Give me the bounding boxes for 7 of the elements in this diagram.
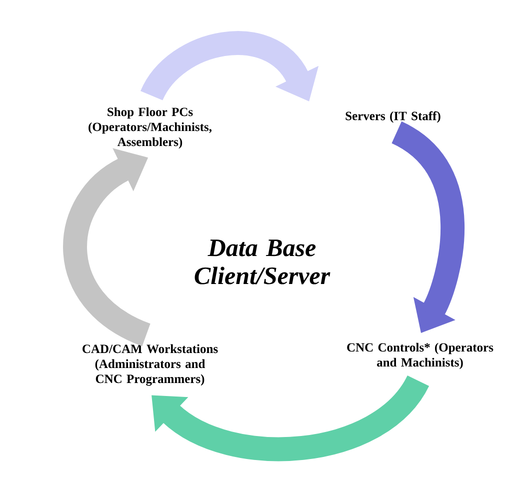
node-label: CNC Controls* (Operators and Machinists) xyxy=(347,342,494,370)
center-title: Data Base Client/Server xyxy=(194,240,330,284)
curved-arrow xyxy=(152,374,428,462)
curved-arrow xyxy=(141,31,319,102)
node-label: CAD/CAM Workstations (Administrators and CNC Programmers) xyxy=(82,344,218,386)
node-label: Servers (IT Staff) xyxy=(346,111,440,123)
node-label: Shop Floor PCs (Operators/Machinists, Assemblers) xyxy=(88,107,212,149)
